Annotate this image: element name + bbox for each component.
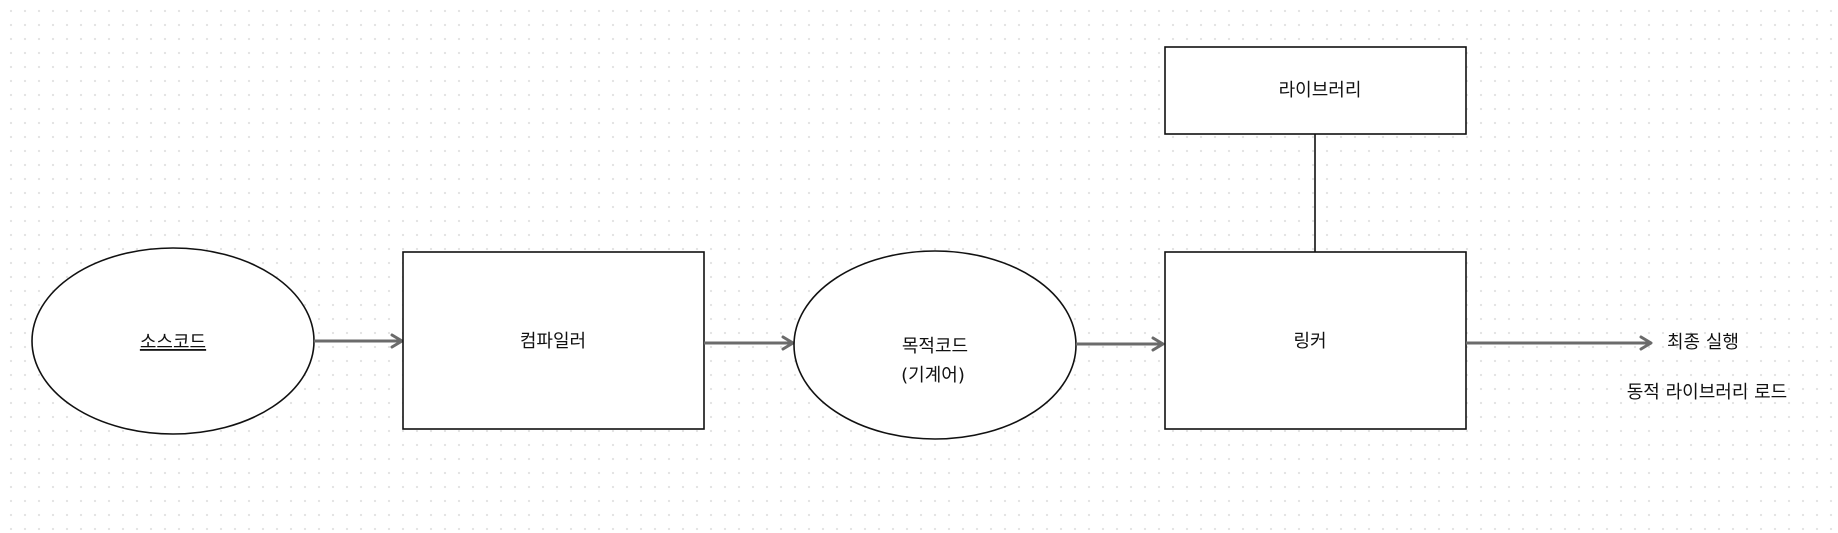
object-code-label-line1: 목적코드 bbox=[902, 336, 968, 357]
source-code-label: 소스코드 bbox=[140, 332, 206, 353]
node-linker[interactable]: 링커 bbox=[1164, 251, 1467, 430]
library-box bbox=[1164, 46, 1467, 135]
dynamic-library-load-label: 동적 라이브러리 로드 bbox=[1627, 382, 1787, 403]
linker-box bbox=[1164, 251, 1467, 430]
node-library[interactable]: 라이브러리 bbox=[1164, 46, 1467, 135]
arrow-object-to-linker bbox=[1076, 336, 1165, 352]
arrow-source-to-compiler bbox=[314, 333, 404, 349]
compiler-label: 컴파일러 bbox=[520, 331, 586, 352]
arrow-compiler-to-object bbox=[704, 335, 795, 351]
node-source-code[interactable]: 소스코드 bbox=[31, 247, 315, 435]
final-execution-label: 최종 실행 bbox=[1667, 332, 1739, 353]
compiler-box bbox=[402, 251, 705, 430]
arrow-linker-to-final bbox=[1466, 335, 1653, 351]
node-object-code[interactable]: 목적코드 (기계어) bbox=[793, 250, 1077, 440]
library-label: 라이브러리 bbox=[1279, 80, 1362, 101]
linker-label: 링커 bbox=[1293, 331, 1326, 352]
object-code-label-line2: (기계어) bbox=[901, 365, 965, 386]
node-compiler[interactable]: 컴파일러 bbox=[402, 251, 705, 430]
